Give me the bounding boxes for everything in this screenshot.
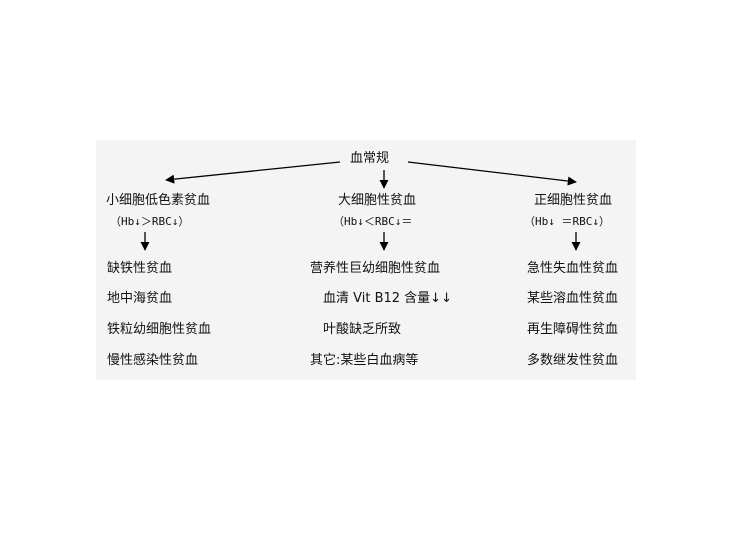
col3-item-4: 多数继发性贫血 [527,353,619,368]
col2-item-1: 营养性巨幼细胞性贫血 [310,261,441,276]
col3-title: 正细胞性贫血 [534,193,613,208]
arrow-to-col1 [165,161,341,184]
diagram-background [96,140,636,380]
root-label: 血常规 [350,151,390,166]
col1-item-1: 缺铁性贫血 [107,261,173,276]
col3-item-3: 再生障碍性贫血 [527,322,619,337]
arrow-to-col3 [407,161,577,186]
col3-item-1: 急性失血性贫血 [527,261,619,276]
col1-title: 小细胞低色素贫血 [106,193,211,208]
col2-criteria: （Hb↓＜RBC↓＝ [333,215,413,228]
col2-item-2: 血清 Vit B12 含量↓↓ [323,291,452,306]
col2-item-3: 叶酸缺乏所致 [323,322,402,337]
col3-criteria: （Hb↓ ＝RBC↓） [524,215,610,228]
col2-item-4: 其它:某些白血病等 [310,353,419,368]
col1-item-2: 地中海贫血 [107,291,173,306]
col1-criteria: （Hb↓＞RBC↓） [110,215,190,228]
col1-item-3: 铁粒幼细胞性贫血 [107,322,212,337]
col1-item-4: 慢性感染性贫血 [107,353,199,368]
col3-item-2: 某些溶血性贫血 [527,291,619,306]
col2-title: 大细胞性贫血 [338,193,417,208]
